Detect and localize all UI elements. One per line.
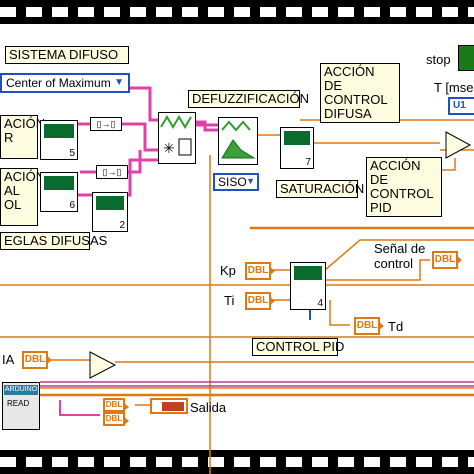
arduino-read-node[interactable]: ARDUINO READ [2, 382, 40, 430]
control-pid-label: CONTROL PID [252, 338, 344, 356]
membership-vi-2[interactable]: 6 [40, 172, 78, 212]
svg-text:✳: ✳ [163, 140, 175, 156]
kp-label: Kp [220, 263, 236, 278]
dropdown-arrow-icon[interactable]: ▼ [114, 77, 124, 88]
defuzz-icon [221, 120, 256, 159]
siso-select[interactable]: SISO ▼ [213, 173, 259, 191]
arduino-label: ARDUINO [4, 385, 38, 395]
senal-de-control-label: Señal de control [374, 241, 426, 271]
td-terminal[interactable]: DBL [354, 317, 384, 335]
salida-indicator[interactable] [150, 398, 188, 414]
left-label-2: ACIÓN AL OL [0, 168, 45, 226]
conversion-node-1[interactable]: ▯→▯ [90, 117, 122, 131]
rules-vi[interactable]: 2 [92, 192, 128, 232]
pid-vi[interactable]: 4 [290, 262, 326, 310]
membership-vi-1[interactable]: 5 [40, 120, 78, 160]
ti-terminal[interactable]: DBL [245, 292, 275, 310]
conversion-node-2[interactable]: ▯→▯ [96, 165, 128, 179]
defuzz-method-value: Center of Maximum [6, 76, 111, 90]
defuzzificacion-label: DEFUZZIFICACIÓN [188, 90, 309, 108]
siso-arrow-icon[interactable]: ▼ [246, 176, 255, 186]
top-film-border [0, 0, 474, 24]
accion-control-difusa-label: ACCIÓN DE CONTROL DIFUSA [320, 63, 400, 123]
salida-dbl-terminal[interactable]: DBL [103, 398, 129, 412]
defuzzification-node[interactable] [218, 117, 258, 165]
left-ia-label: IA [2, 352, 15, 367]
td-label: Td [388, 319, 404, 334]
t-mseg-label: T [mse [434, 80, 474, 95]
t-control[interactable]: U1 [448, 97, 474, 115]
fuzzy-system-node[interactable]: ✳ [158, 112, 196, 164]
fuzzy-triangles-icon: ✳ [160, 115, 192, 156]
salida-label: Salida [190, 400, 227, 415]
waveform-chart-icon [162, 402, 184, 411]
stop-label: stop [426, 52, 451, 67]
kp-terminal[interactable]: DBL [245, 262, 275, 280]
read-label: READ [7, 399, 30, 408]
senal-control-indicator[interactable]: DBL [432, 251, 462, 269]
sistema-difuso-label: SISTEMA DIFUSO [5, 46, 129, 64]
left-label-1: ACIÓN R [0, 115, 45, 159]
siso-value: SISO [218, 175, 247, 189]
saturacion-label: SATURACIÓN [276, 180, 364, 198]
ia-terminal[interactable]: DBL [22, 351, 52, 369]
stop-button[interactable] [458, 45, 474, 71]
bottom-film-border [0, 450, 474, 474]
ti-label: Ti [224, 293, 235, 308]
salida-dbl-terminal-2[interactable]: DBL [103, 412, 129, 426]
accion-control-pid-label: ACCIÓN DE CONTROL PID [366, 157, 442, 217]
saturation-vi[interactable]: 7 [280, 127, 314, 169]
defuzz-method-select[interactable]: Center of Maximum ▼ [0, 73, 130, 93]
reglas-difusas-label: EGLAS DIFUSAS [0, 232, 107, 250]
